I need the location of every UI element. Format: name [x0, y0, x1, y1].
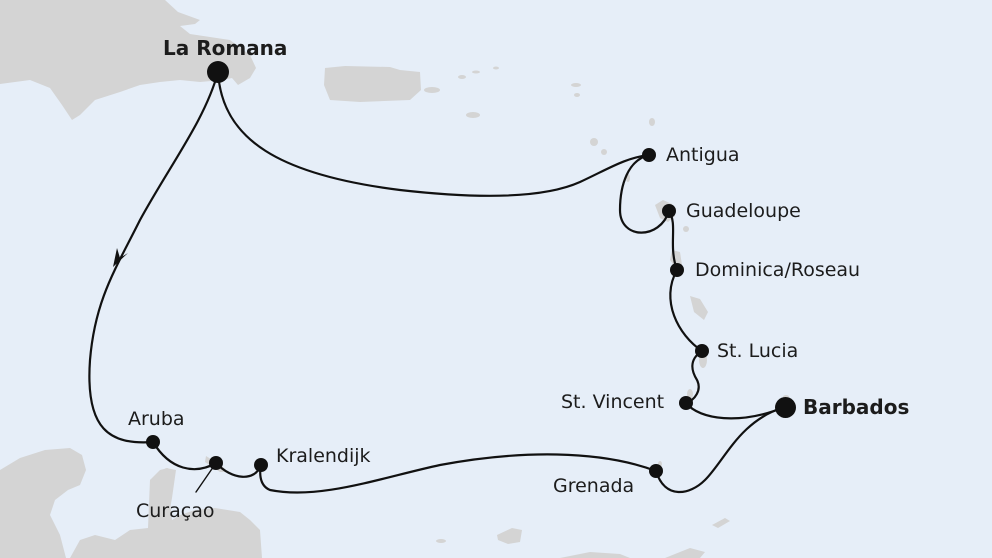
port-dot-kralendijk[interactable]: [254, 458, 268, 472]
route-antigua-guadeloupe: [618, 153, 671, 234]
port-label-guadeloupe: Guadeloupe: [686, 200, 801, 222]
port-label-la-romana: La Romana: [163, 36, 288, 60]
port-dot-barbados[interactable]: [775, 397, 796, 418]
port-label-dominica: Dominica/Roseau: [695, 259, 861, 281]
route-dominica-stlucia: [669, 268, 704, 353]
port-label-antigua: Antigua: [666, 144, 740, 166]
route-stvincent-barbados: [684, 401, 787, 420]
port-dot-st-vincent[interactable]: [679, 396, 693, 410]
route-aruba-la-romana: [88, 70, 220, 444]
arrow-down-icon: [113, 248, 128, 267]
port-dot-aruba[interactable]: [146, 435, 160, 449]
port-label-grenada: Grenada: [553, 475, 635, 497]
port-dot-guadeloupe[interactable]: [662, 204, 676, 218]
land-south-america: [0, 448, 86, 558]
port-label-kralendijk: Kralendijk: [276, 445, 371, 467]
port-dot-la-romana[interactable]: [207, 61, 229, 83]
land-puerto-rico: [324, 66, 421, 102]
route-guadeloupe-dominica: [667, 209, 679, 272]
port-dot-dominica[interactable]: [670, 263, 684, 277]
land-martinique: [690, 296, 708, 320]
port-dot-grenada[interactable]: [649, 464, 663, 478]
route-grenada-kralendijk: [259, 453, 658, 494]
port-label-st-lucia: St. Lucia: [717, 340, 799, 362]
port-dot-st-lucia[interactable]: [695, 344, 709, 358]
route-curacao-aruba: [151, 440, 218, 471]
port-dot-curacao[interactable]: [209, 456, 223, 470]
land-hispaniola: [0, 0, 256, 120]
port-dot-antigua[interactable]: [642, 148, 656, 162]
route-barbados-grenada: [654, 405, 787, 494]
route-stlucia-stvincent: [684, 349, 704, 405]
port-label-aruba: Aruba: [128, 408, 185, 430]
port-label-st-vincent: St. Vincent: [561, 391, 665, 413]
port-label-curacao: Curaçao: [136, 500, 215, 522]
port-label-barbados: Barbados: [803, 395, 910, 419]
route-la-romana-antigua: [216, 70, 651, 197]
